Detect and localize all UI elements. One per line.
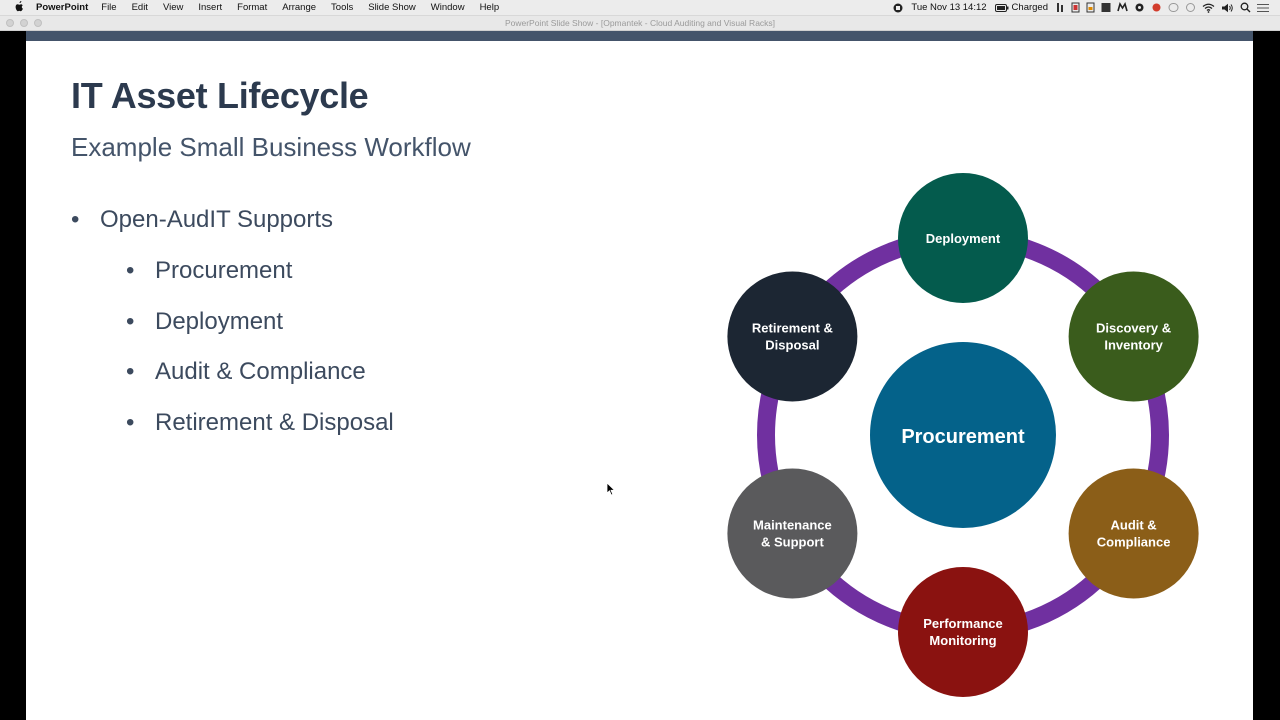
slide-subtitle: Example Small Business Workflow <box>71 132 471 162</box>
node-circle <box>1068 271 1199 402</box>
node-label: Discovery & <box>1096 321 1171 336</box>
slide-canvas[interactable]: IT Asset Lifecycle Example Small Busines… <box>26 41 1253 720</box>
node-maintenance-support: Maintenance & Support <box>727 468 858 599</box>
app-menu[interactable]: PowerPoint <box>36 2 89 13</box>
node-label: & Support <box>761 535 824 550</box>
node-retirement-disposal: Retirement & Disposal <box>727 271 858 402</box>
sub-bullet-item: • Deployment <box>126 308 283 336</box>
menu-arrange[interactable]: Arrange <box>282 2 317 13</box>
bullet-glyph: • <box>126 257 135 284</box>
sub-bullet-text: Audit & Compliance <box>155 358 366 385</box>
volume-icon[interactable] <box>1221 0 1234 15</box>
node-label: Performance <box>923 616 1002 631</box>
minimize-window-button[interactable] <box>20 19 28 27</box>
node-circle <box>898 567 1028 697</box>
node-circle <box>727 468 858 599</box>
menu-insert[interactable]: Insert <box>198 2 223 13</box>
search-icon[interactable] <box>1240 0 1251 15</box>
node-label: Retirement & <box>752 321 833 336</box>
bullet-glyph: • <box>126 308 135 335</box>
node-label: Compliance <box>1097 535 1171 550</box>
bullet-glyph: • <box>126 409 135 436</box>
slide-header-band <box>26 31 1253 41</box>
app-tray-icon-1[interactable] <box>1056 0 1065 15</box>
clock[interactable]: Tue Nov 13 14:12 <box>911 2 987 13</box>
menu-edit[interactable]: Edit <box>131 2 148 13</box>
app-tray-icon-4[interactable] <box>1101 0 1111 15</box>
slide-title: IT Asset Lifecycle <box>71 75 369 116</box>
node-discovery-inventory: Discovery & Inventory <box>1068 271 1199 402</box>
bullet-item: • Open-AudIT Supports <box>71 206 333 234</box>
bullet-glyph: • <box>126 358 135 385</box>
sub-bullet-item: • Retirement & Disposal <box>126 409 394 437</box>
window-title: PowerPoint Slide Show - [Opmantek - Clou… <box>504 18 776 28</box>
wifi-icon[interactable] <box>1202 0 1215 15</box>
bullet-glyph: • <box>71 206 80 233</box>
center-node-label: Procurement <box>901 426 1025 448</box>
node-label: Monitoring <box>929 633 996 648</box>
node-audit-compliance: Audit & Compliance <box>1068 468 1199 599</box>
node-label: Audit & <box>1110 518 1156 533</box>
app-tray-icon-8[interactable] <box>1185 0 1196 15</box>
notification-center-icon[interactable] <box>1257 0 1269 15</box>
screen-record-icon[interactable] <box>893 0 903 15</box>
sub-bullet-text: Retirement & Disposal <box>155 409 394 436</box>
app-tray-icon-3[interactable] <box>1086 0 1095 15</box>
menu-bar: PowerPoint File Edit View Insert Format … <box>0 0 1280 16</box>
mouse-cursor-icon <box>606 482 616 496</box>
node-circle <box>898 173 1028 303</box>
app-tray-icon-2[interactable] <box>1071 0 1080 15</box>
close-window-button[interactable] <box>6 19 14 27</box>
node-circle <box>1068 468 1199 599</box>
node-label: Inventory <box>1104 338 1163 353</box>
node-label: Maintenance <box>753 518 832 533</box>
center-node-procurement: Procurement <box>870 342 1056 528</box>
menu-tools[interactable]: Tools <box>331 2 354 13</box>
menu-slide-show[interactable]: Slide Show <box>368 2 416 13</box>
sub-bullet-text: Procurement <box>155 257 293 284</box>
window-title-bar: PowerPoint Slide Show - [Opmantek - Clou… <box>0 16 1280 31</box>
node-label: Disposal <box>765 338 819 353</box>
app-tray-icon-5[interactable] <box>1134 0 1145 15</box>
bullet-text: Open-AudIT Supports <box>100 206 334 233</box>
sub-bullet-item: • Procurement <box>126 257 292 285</box>
malwarebytes-icon[interactable] <box>1117 0 1128 15</box>
menu-window[interactable]: Window <box>430 2 465 13</box>
menu-help[interactable]: Help <box>479 2 500 13</box>
sub-bullet-text: Deployment <box>155 308 284 335</box>
node-circle <box>727 271 858 402</box>
battery-status: Charged <box>1011 2 1048 13</box>
menu-format[interactable]: Format <box>237 2 268 13</box>
menu-file[interactable]: File <box>101 2 117 13</box>
node-deployment: Deployment <box>898 173 1028 303</box>
sub-bullet-item: • Audit & Compliance <box>126 358 366 386</box>
app-tray-icon-7[interactable] <box>1168 0 1179 15</box>
menu-view[interactable]: View <box>162 2 184 13</box>
battery-icon[interactable] <box>994 0 1009 15</box>
apple-menu-icon[interactable] <box>13 0 25 15</box>
zoom-window-button[interactable] <box>34 19 42 27</box>
node-label: Deployment <box>926 231 1001 246</box>
app-tray-icon-6[interactable] <box>1151 0 1162 15</box>
